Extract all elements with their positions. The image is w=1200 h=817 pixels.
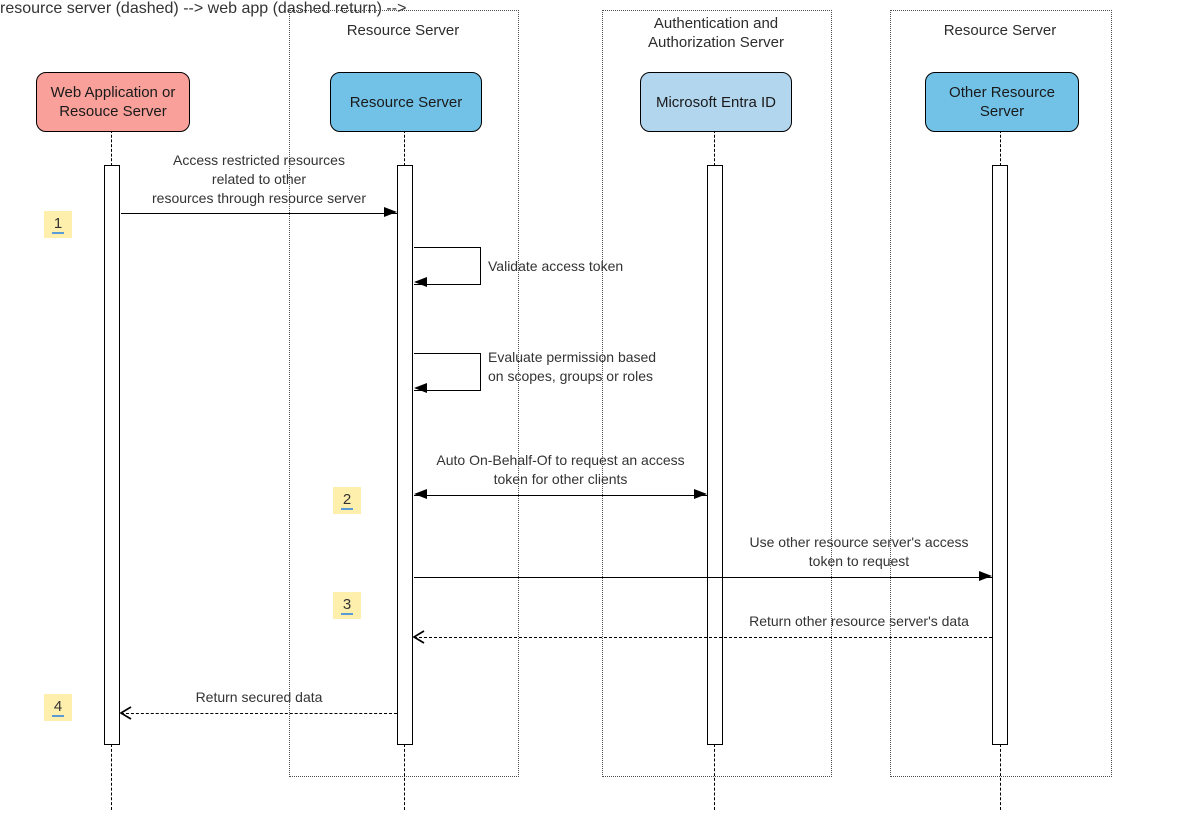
frame-auth-server	[602, 10, 832, 777]
activation-bar-entra-id	[707, 165, 723, 745]
participant-microsoft-entra-id: Microsoft Entra ID	[640, 72, 792, 132]
open-arrowhead-left-icon	[412, 630, 425, 644]
frame-resource-server-right	[890, 10, 1112, 777]
message-4-label: Return secured data	[195, 689, 323, 705]
lifeline-web-app	[111, 744, 112, 810]
badge-step-4: 4	[44, 694, 72, 721]
participant-label: Microsoft Entra ID	[655, 93, 777, 111]
activation-bar-other-resource-server	[992, 165, 1008, 745]
self-message-validate-loop	[414, 247, 481, 285]
message-2-line	[414, 495, 707, 496]
message-3-line	[414, 577, 992, 578]
lifeline-other-resource-server	[1000, 130, 1001, 166]
participant-web-application: Web Application or Resouce Server	[36, 72, 190, 132]
lifeline-other-resource-server	[1000, 744, 1001, 810]
open-arrowhead-left-icon	[119, 706, 132, 720]
activation-bar-web-app	[104, 165, 120, 745]
message-2-label: Auto On-Behalf-Of to request an access t…	[436, 452, 685, 487]
arrowhead-right-icon	[694, 489, 707, 499]
message-1-line	[121, 213, 397, 214]
arrowhead-right-icon	[979, 571, 992, 581]
participant-resource-server: Resource Server	[330, 72, 482, 132]
message-4-line	[121, 713, 397, 714]
self-message-validate-label: Validate access token	[488, 258, 624, 274]
arrowhead-left-icon	[414, 383, 427, 393]
participant-other-resource-server: Other Resource Server	[925, 72, 1079, 132]
lifeline-entra-id	[714, 744, 715, 810]
message-1-label: Access restricted resources related to o…	[152, 152, 366, 206]
return-message-1-label: Return other resource server's data	[749, 613, 969, 629]
participant-label: Other Resource Server	[949, 84, 1055, 120]
lifeline-resource-server	[404, 744, 405, 810]
arrowhead-right-icon	[384, 207, 397, 217]
self-message-evaluate-loop	[414, 353, 481, 391]
badge-step-3: 3	[333, 592, 361, 619]
badge-step-2: 2	[333, 487, 361, 514]
badge-step-1: 1	[44, 211, 72, 238]
lifeline-web-app	[111, 130, 112, 166]
return-message-1-line	[414, 637, 992, 638]
frame-title-resource-server-left: Resource Server	[346, 22, 460, 39]
frame-title-resource-server-right: Resource Server	[943, 22, 1057, 39]
lifeline-entra-id	[714, 130, 715, 166]
lifeline-resource-server	[404, 130, 405, 166]
self-message-evaluate-label: Evaluate permission based on scopes, gro…	[488, 349, 657, 384]
activation-bar-resource-server	[397, 165, 413, 745]
arrowhead-left-icon	[414, 489, 427, 499]
frame-title-auth-server: Authentication and Authorization Server	[648, 15, 784, 51]
participant-label: Resource Server	[349, 93, 463, 111]
message-3-label: Use other resource server's access token…	[749, 534, 969, 569]
arrowhead-left-icon	[414, 277, 427, 287]
participant-label: Web Application or Resouce Server	[50, 84, 176, 120]
